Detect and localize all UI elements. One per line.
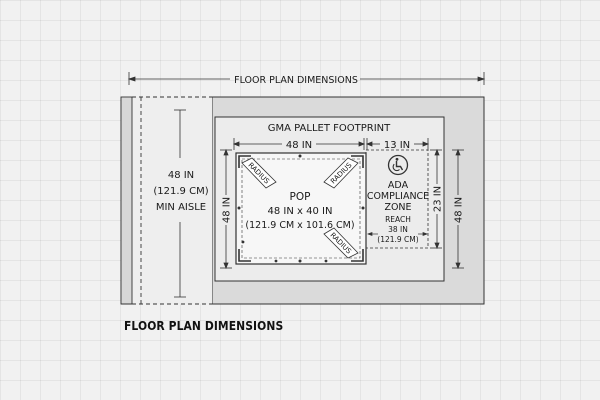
ada-label-line2: COMPLIANCE	[367, 191, 429, 202]
pop-label-line1: POP	[290, 191, 311, 203]
ada-compliance-zone	[365, 149, 429, 249]
aisle-label-line1: 48 IN	[168, 170, 194, 181]
aisle-label-line3: MIN AISLE	[156, 202, 206, 213]
aisle-label-line2: (121.9 CM)	[153, 186, 208, 197]
ada-depth-label: 23 IN	[433, 186, 444, 212]
ada-label-line3: ZONE	[384, 202, 411, 213]
ada-reach-arrow	[367, 231, 428, 237]
outer-depth-dimension	[452, 148, 464, 270]
ada-width-dimension	[365, 138, 430, 150]
pop-label-line3: (121.9 CM x 101.6 CM)	[245, 220, 354, 231]
ada-label-line1: ADA	[388, 180, 409, 191]
outer-depth-label: 48 IN	[454, 197, 465, 223]
top-dimension	[127, 72, 486, 85]
diagram-caption: FLOOR PLAN DIMENSIONS	[124, 318, 284, 333]
pallet-width-label: 48 IN	[286, 140, 312, 151]
pallet-width-dimension	[232, 138, 366, 150]
pop-label-line2: 48 IN x 40 IN	[268, 206, 333, 217]
ada-reach-line2: 38 IN	[388, 225, 408, 234]
ada-width-label: 13 IN	[384, 140, 410, 151]
ada-reach-line1: REACH	[385, 215, 411, 224]
pallet-title: GMA PALLET FOOTPRINT	[268, 123, 391, 134]
pallet-depth-label: 48 IN	[222, 197, 233, 223]
ada-depth-dimension	[430, 148, 442, 250]
ada-reach-line3: (121.9 CM)	[377, 235, 418, 244]
top-dimension-label: FLOOR PLAN DIMENSIONS	[234, 75, 358, 86]
pallet-depth-dimension	[220, 148, 232, 270]
aisle-zone	[120, 96, 212, 305]
wheelchair-icon	[387, 154, 409, 176]
